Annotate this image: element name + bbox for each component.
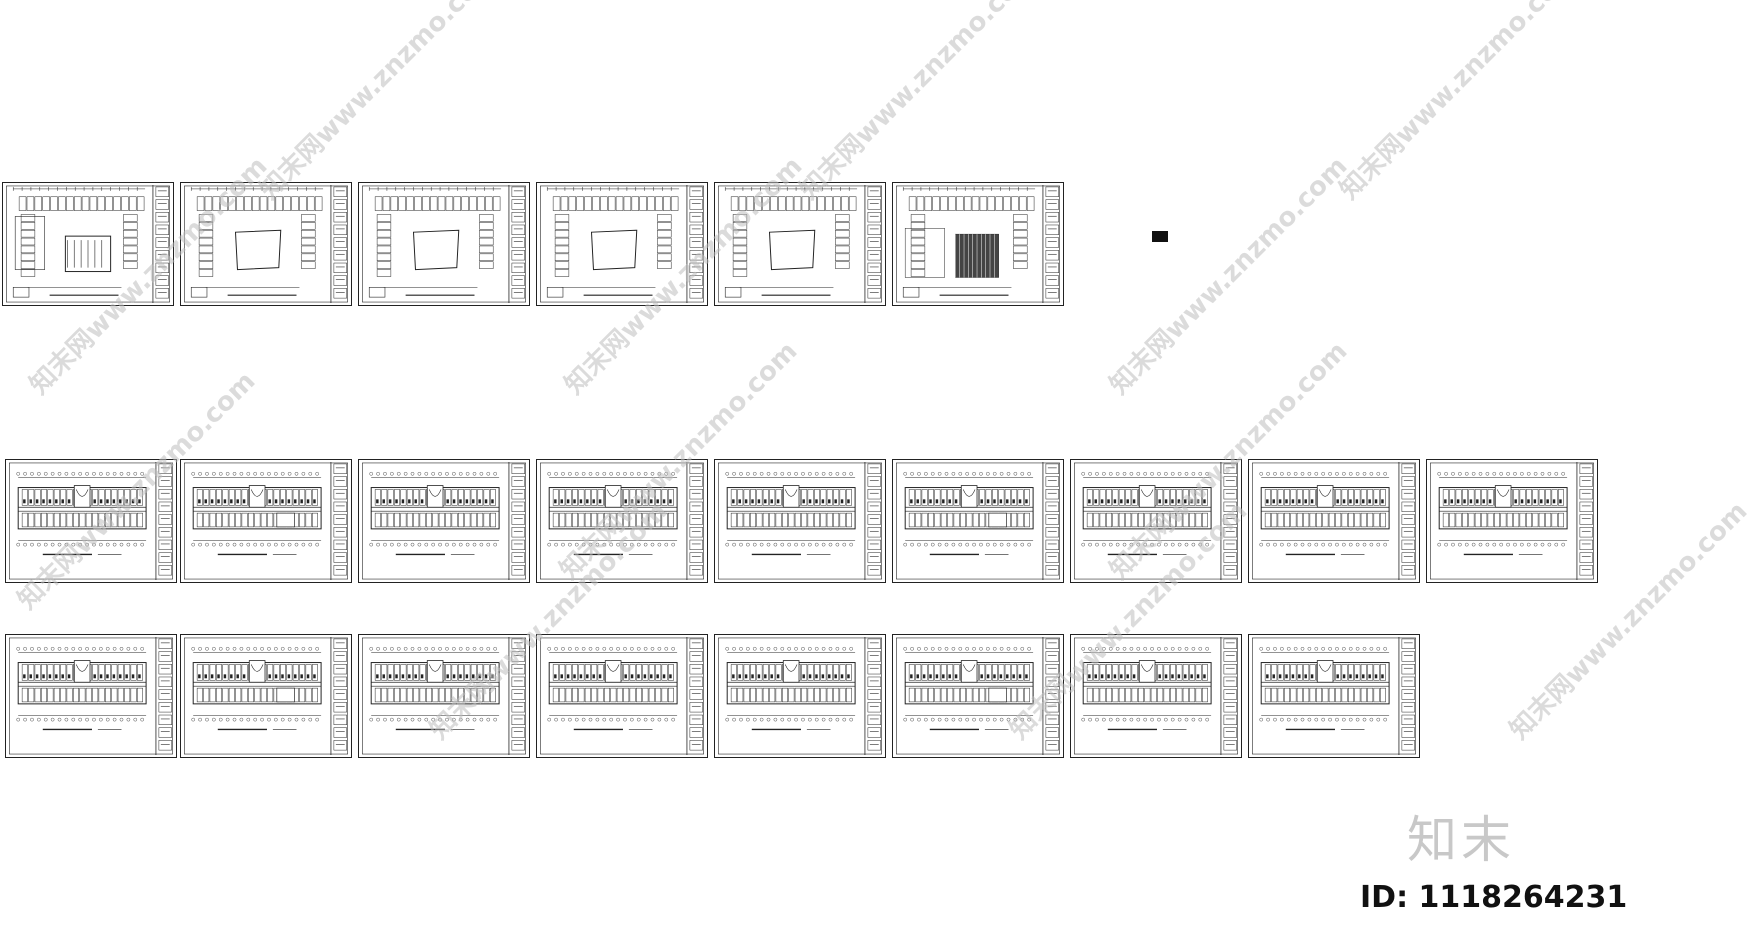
drawing-sheet [2,182,174,306]
floor-plan-drawing [1252,636,1416,756]
watermark-text: 知末网www.znzmo.com [1334,0,1584,206]
floor-plan-drawing [896,184,1060,304]
floor-plan-drawing [718,636,882,756]
drawing-sheet [358,459,530,583]
drawing-sheet [536,182,708,306]
drawing-sheet [5,634,177,758]
small-legend-block [1152,231,1168,242]
drawing-sheet [892,182,1064,306]
floor-plan-drawing [9,636,173,756]
drawing-sheet [1248,634,1420,758]
floor-plan-drawing [184,636,348,756]
floor-plan-drawing [184,184,348,304]
floor-plan-drawing [718,461,882,581]
floor-plan-drawing [362,636,526,756]
floor-plan-drawing [1430,461,1594,581]
floor-plan-drawing [6,184,170,304]
floor-plan-drawing [896,636,1060,756]
drawing-sheet [714,459,886,583]
floor-plan-drawing [362,184,526,304]
floor-plan-drawing [718,184,882,304]
drawing-sheet [180,459,352,583]
floor-plan-drawing [1074,636,1238,756]
floor-plan-drawing [540,461,704,581]
drawing-sheet [1426,459,1598,583]
floor-plan-drawing [362,461,526,581]
drawing-sheet [536,634,708,758]
drawing-sheet [5,459,177,583]
floor-plan-drawing [9,461,173,581]
drawing-sheet [358,182,530,306]
floor-plan-drawing [1074,461,1238,581]
brand-logo: 知末 [1407,811,1515,869]
floor-plan-drawing [896,461,1060,581]
drawing-sheet [180,634,352,758]
drawing-sheet [1070,634,1242,758]
drawing-sheet [180,182,352,306]
watermark-text: 知末网www.znzmo.com [1104,151,1354,401]
drawing-sheet [1070,459,1242,583]
floor-plan-drawing [540,184,704,304]
watermark-text: 知末网www.znzmo.com [794,0,1044,206]
drawing-sheet [358,634,530,758]
drawing-sheet [536,459,708,583]
drawing-sheet [892,634,1064,758]
drawing-sheet [714,634,886,758]
drawing-sheet [892,459,1064,583]
drawing-sheet [714,182,886,306]
floor-plan-drawing [540,636,704,756]
floor-plan-drawing [1252,461,1416,581]
floor-plan-drawing [184,461,348,581]
watermark-text: 知末网www.znzmo.com [254,0,504,206]
drawing-sheet [1248,459,1420,583]
id-label: ID: 1118264231 [1360,880,1628,915]
